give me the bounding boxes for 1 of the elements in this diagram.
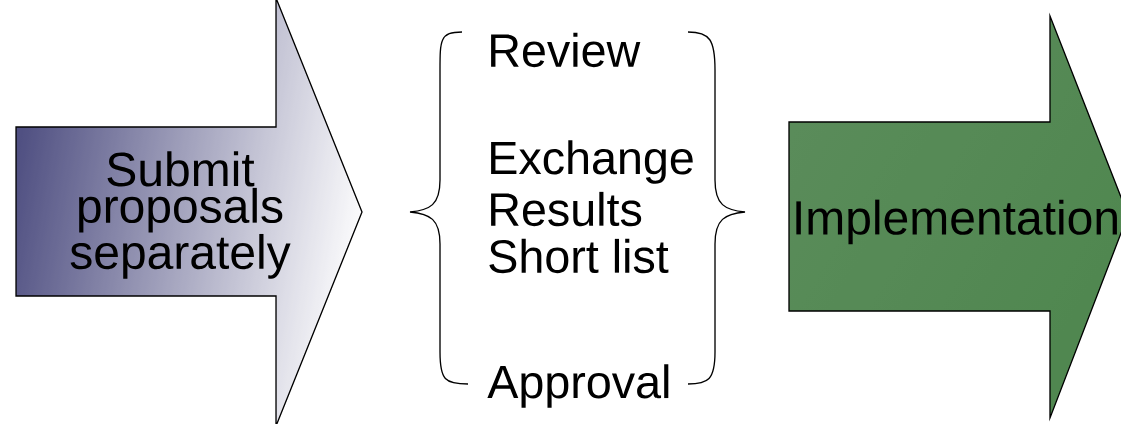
- braced-list: Review Exchange Results Short list Approval: [409, 31, 746, 408]
